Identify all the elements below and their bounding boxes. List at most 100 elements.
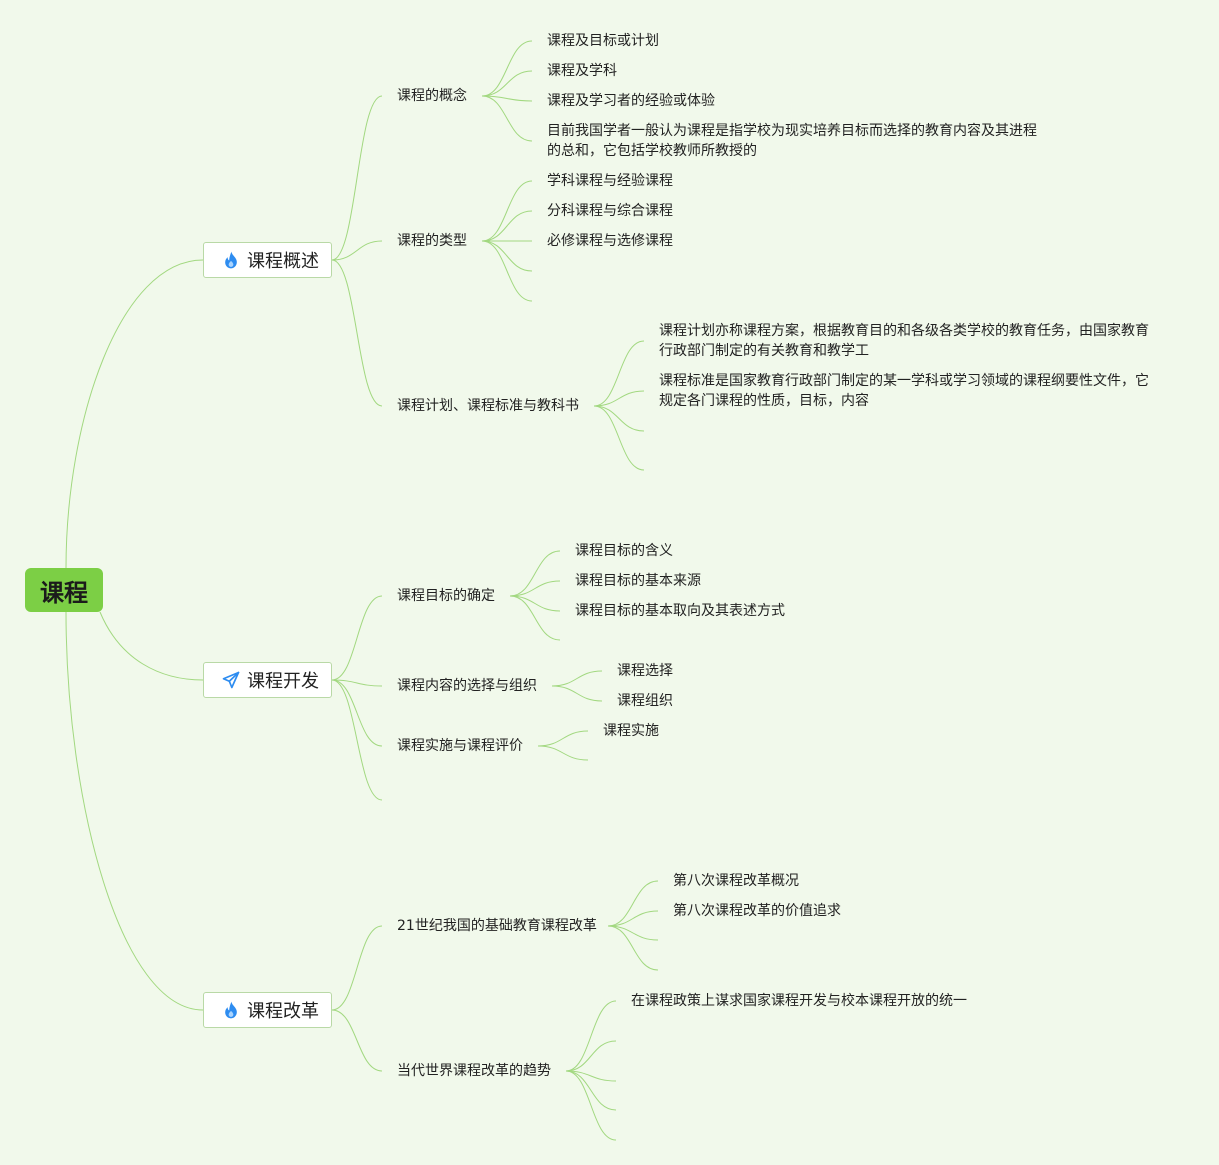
subtopic-node[interactable]: 目前我国学者一般认为课程是指学校为现实培养目标而选择的教育内容及其进程 的总和，… <box>547 121 1037 161</box>
topic-node[interactable]: 课程实施与课程评价 <box>397 736 523 756</box>
branch-label: 课程开发 <box>247 671 319 692</box>
connector-topic-subtopic <box>565 1000 617 1072</box>
connector-topic-subtopic <box>593 405 645 432</box>
root-topic[interactable]: 课程 <box>25 568 103 612</box>
subtopic-label: 课程及学习者的经验或体验 <box>547 93 715 109</box>
fire-icon <box>221 250 241 270</box>
connector-topic-subtopic <box>481 40 533 97</box>
connector-topic-subtopic <box>481 180 533 242</box>
subtopic-node[interactable]: 课程组织 <box>617 691 673 711</box>
connector-branch-topic <box>331 240 383 261</box>
topic-node[interactable]: 课程的类型 <box>397 231 467 251</box>
subtopic-node[interactable]: 课程目标的基本来源 <box>575 571 701 591</box>
subtopic-node[interactable]: 课程及学习者的经验或体验 <box>547 91 715 111</box>
topic-label: 课程的类型 <box>397 233 467 249</box>
connector-branch-topic <box>331 679 383 687</box>
subtopic-label-line: 课程标准是国家教育行政部门制定的某一学科或学习领域的课程纲要性文件，它 <box>659 373 1149 389</box>
connector-topic-subtopic <box>607 910 659 927</box>
connector-topic-subtopic <box>509 550 561 597</box>
topic-node[interactable]: 课程目标的确定 <box>397 586 495 606</box>
subtopic-label: 课程及目标或计划 <box>547 33 659 49</box>
connector-topic-subtopic <box>607 925 659 971</box>
connector-branch-topic <box>331 259 383 407</box>
subtopic-node[interactable]: 课程目标的含义 <box>575 541 673 561</box>
subtopic-node[interactable]: 学科课程与经验课程 <box>547 171 673 191</box>
branch-topic-overview[interactable]: 课程概述 <box>203 242 332 278</box>
topic-label: 课程计划、课程标准与教科书 <box>397 398 579 414</box>
subtopic-node[interactable]: 分科课程与综合课程 <box>547 201 673 221</box>
connector-topic-subtopic <box>593 405 645 471</box>
subtopic-node[interactable]: 在课程政策上谋求国家课程开发与校本课程开放的统一 <box>631 991 967 1011</box>
topic-node[interactable]: 课程计划、课程标准与教科书 <box>397 396 579 416</box>
connector-topic-subtopic <box>481 240 533 272</box>
subtopic-node[interactable]: 必修课程与选修课程 <box>547 231 673 251</box>
connector-branch-topic <box>331 1009 383 1072</box>
subtopic-label-line: 规定各门课程的性质，目标，内容 <box>659 393 869 409</box>
topic-label: 21世纪我国的基础教育课程改革 <box>397 918 597 934</box>
subtopic-label: 在课程政策上谋求国家课程开发与校本课程开放的统一 <box>631 993 967 1009</box>
topic-label: 课程的概念 <box>397 88 467 104</box>
connector-branch-topic <box>331 925 383 1011</box>
connector-branch-topic <box>331 679 383 801</box>
topic-node[interactable]: 课程内容的选择与组织 <box>397 676 537 696</box>
connector-topic-subtopic <box>481 70 533 97</box>
subtopic-label: 课程目标的基本来源 <box>575 573 701 589</box>
fire-icon <box>221 1000 241 1020</box>
connector-topic-subtopic <box>509 595 561 641</box>
subtopic-label: 必修课程与选修课程 <box>547 233 673 249</box>
topic-node[interactable]: 当代世界课程改革的趋势 <box>397 1061 551 1081</box>
branch-topic-reform[interactable]: 课程改革 <box>203 992 332 1028</box>
subtopic-label: 课程及学科 <box>547 63 617 79</box>
subtopic-label-line: 的总和，它包括学校教师所教授的 <box>547 143 757 159</box>
branch-label: 课程概述 <box>247 251 319 272</box>
subtopic-node[interactable]: 课程及目标或计划 <box>547 31 659 51</box>
subtopic-label: 分科课程与综合课程 <box>547 203 673 219</box>
connector-topic-subtopic <box>509 595 561 612</box>
topic-node[interactable]: 课程的概念 <box>397 86 467 106</box>
connector-topic-subtopic <box>537 730 589 747</box>
subtopic-node[interactable]: 课程选择 <box>617 661 673 681</box>
subtopic-label: 课程组织 <box>617 693 673 709</box>
connector-topic-subtopic <box>537 745 589 761</box>
subtopic-node[interactable]: 课程计划亦称课程方案，根据教育目的和各级各类学校的教育任务，由国家教育 行政部门… <box>659 321 1149 361</box>
subtopic-label: 第八次课程改革概况 <box>673 873 799 889</box>
subtopic-label: 课程目标的基本取向及其表述方式 <box>575 603 785 619</box>
connector-topic-subtopic <box>565 1040 617 1072</box>
connector-topic-subtopic <box>481 240 533 302</box>
connector-topic-subtopic <box>565 1070 617 1141</box>
branch-topic-development[interactable]: 课程开发 <box>203 662 332 698</box>
branch-label: 课程改革 <box>247 1001 319 1022</box>
topic-node[interactable]: 21世纪我国的基础教育课程改革 <box>397 916 597 936</box>
connector-branch-topic <box>331 595 383 681</box>
connector-topic-subtopic <box>607 925 659 941</box>
connector-branch-topic <box>331 679 383 747</box>
topic-label: 课程内容的选择与组织 <box>397 678 537 694</box>
connector-topic-subtopic <box>481 95 533 142</box>
connector-topic-subtopic <box>481 95 533 102</box>
connector-root-branch <box>65 259 204 569</box>
subtopic-label: 第八次课程改革的价值追求 <box>673 903 841 919</box>
connector-topic-subtopic <box>509 580 561 597</box>
subtopic-node[interactable]: 第八次课程改革概况 <box>673 871 799 891</box>
subtopic-label: 课程目标的含义 <box>575 543 673 559</box>
topic-label: 课程目标的确定 <box>397 588 495 604</box>
root-label: 课程 <box>40 578 88 607</box>
connector-topic-subtopic <box>593 390 645 407</box>
connector-topic-subtopic <box>565 1070 617 1111</box>
topic-label: 当代世界课程改革的趋势 <box>397 1063 551 1079</box>
subtopic-node[interactable]: 课程标准是国家教育行政部门制定的某一学科或学习领域的课程纲要性文件，它 规定各门… <box>659 371 1149 411</box>
subtopic-node[interactable]: 第八次课程改革的价值追求 <box>673 901 841 921</box>
subtopic-node[interactable]: 课程目标的基本取向及其表述方式 <box>575 601 785 621</box>
connector-root-branch <box>99 611 204 681</box>
topic-label: 课程实施与课程评价 <box>397 738 523 754</box>
connector-topic-subtopic <box>551 670 603 687</box>
subtopic-label: 课程选择 <box>617 663 673 679</box>
subtopic-node[interactable]: 课程实施 <box>603 721 659 741</box>
subtopic-label-line: 行政部门制定的有关教育和教学工 <box>659 343 869 359</box>
connector-topic-subtopic <box>607 880 659 927</box>
subtopic-node[interactable]: 课程及学科 <box>547 61 617 81</box>
subtopic-label: 学科课程与经验课程 <box>547 173 673 189</box>
subtopic-label: 课程实施 <box>603 723 659 739</box>
connector-topic-subtopic <box>481 210 533 242</box>
